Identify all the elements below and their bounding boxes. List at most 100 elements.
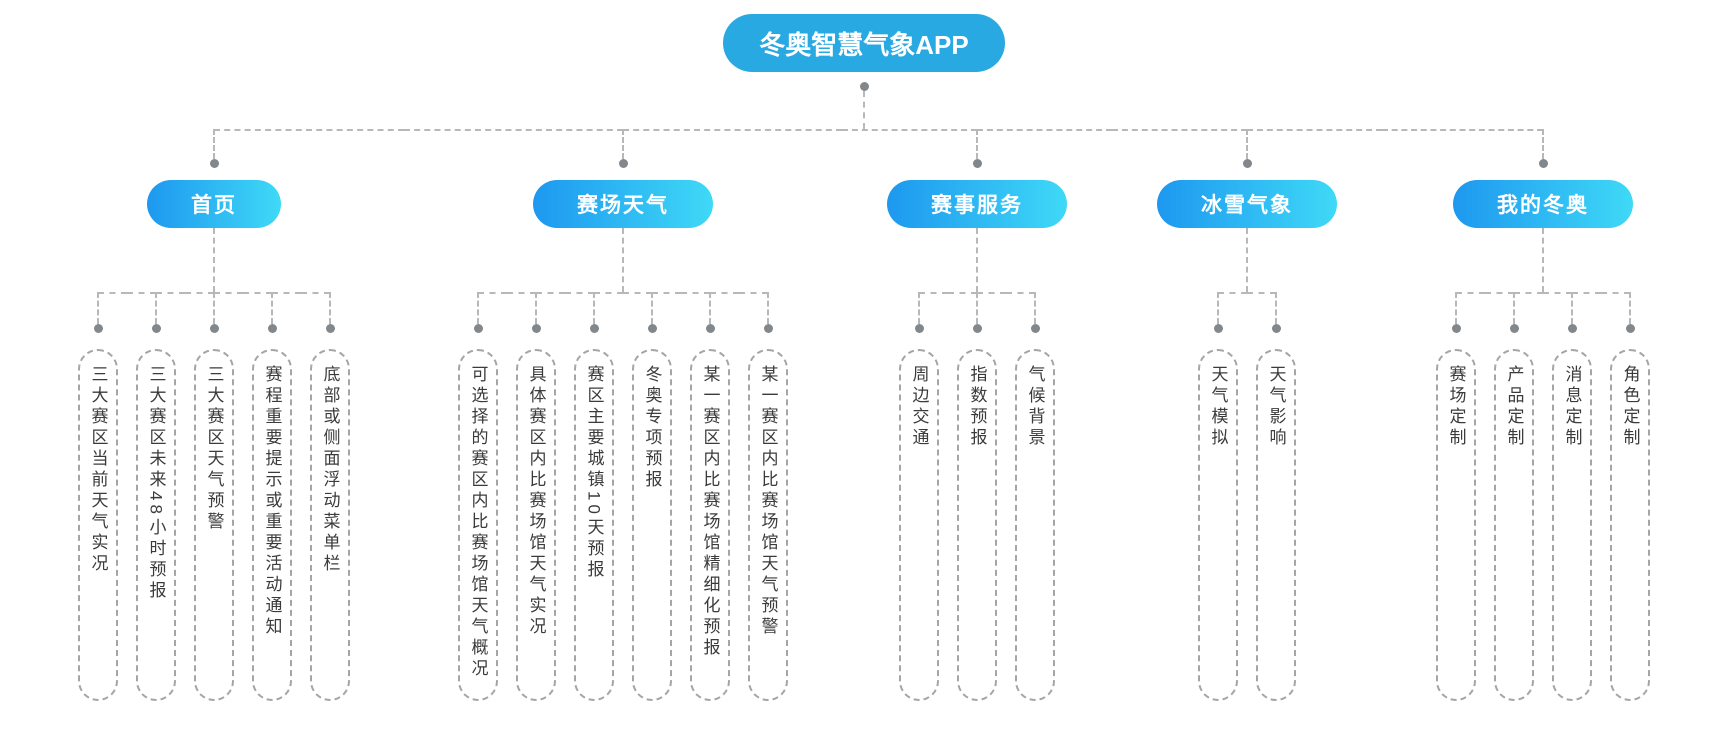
connector-dot: [93, 324, 103, 333]
branch-event-services: 赛事服务 周边交通 指数预报 气候背景: [842, 129, 1112, 701]
connector-line: [213, 228, 215, 292]
leaf-pill: 三大赛区当前天气实况: [78, 349, 118, 701]
leaf-node: 天气模拟: [1189, 292, 1247, 701]
leaf-pill: 产品定制: [1494, 349, 1534, 701]
leaf-label: 赛程重要提示或重要活动通知: [262, 365, 282, 638]
connector-line: [976, 129, 978, 159]
connector-line: [1246, 129, 1248, 159]
leaf-label: 某一赛区内比赛场馆天气预警: [758, 365, 778, 638]
leaf-node: 赛程重要提示或重要活动通知: [243, 292, 301, 701]
leaf-label: 产品定制: [1504, 365, 1524, 449]
leaf-label: 三大赛区未来48小时预报: [146, 365, 166, 602]
connector-line: [1571, 292, 1573, 324]
leaf-label: 赛区主要城镇10天预报: [584, 365, 604, 581]
leaf-node: 三大赛区天气预警: [185, 292, 243, 701]
branch-my-olympics: 我的冬奥 赛场定制 产品定制 消息定制 角色定制: [1382, 129, 1704, 701]
leaf-pill: 赛程重要提示或重要活动通知: [252, 349, 292, 701]
leaf-node: 三大赛区当前天气实况: [69, 292, 127, 701]
connector-dot: [1509, 324, 1519, 333]
leaf-node: 某一赛区内比赛场馆天气预警: [739, 292, 797, 701]
leaf-node: 可选择的赛区内比赛场馆天气概况: [449, 292, 507, 701]
connector-line: [1629, 292, 1631, 324]
leaf-pill: 消息定制: [1552, 349, 1592, 701]
leaf-pill: 天气影响: [1256, 349, 1296, 701]
leaf-label: 赛场定制: [1446, 365, 1466, 449]
leaf-label: 周边交通: [909, 365, 929, 449]
leaf-pill: 天气模拟: [1198, 349, 1238, 701]
connector-line: [976, 292, 978, 324]
leaf-node: 赛区主要城镇10天预报: [565, 292, 623, 701]
connector-dot: [1451, 324, 1461, 333]
connector-dot: [705, 324, 715, 333]
leaf-pill: 三大赛区未来48小时预报: [136, 349, 176, 701]
connector-line: [1513, 292, 1515, 324]
connector-dot: [1538, 159, 1548, 168]
branch-pill-ice-snow-weather: 冰雪气象: [1157, 180, 1337, 228]
leaf-label: 天气模拟: [1208, 365, 1228, 449]
connector-line: [1275, 292, 1277, 324]
branch-home: 首页 三大赛区当前天气实况 三大赛区未来48小时预报 三大赛区天气预警 赛程重要…: [24, 129, 404, 701]
connector-line: [976, 228, 978, 292]
leaf-pill: 指数预报: [957, 349, 997, 701]
branch-pill-event-services: 赛事服务: [887, 180, 1067, 228]
connector-line: [1542, 129, 1544, 159]
connector-dot: [1271, 324, 1281, 333]
connector-line: [155, 292, 157, 324]
org-chart: 冬奥智慧气象APP 首页 三大赛区当前天气实况 三大赛区未来48小时预报 三大赛…: [24, 14, 1704, 701]
leaf-node: 指数预报: [948, 292, 1006, 701]
connector-line: [593, 292, 595, 324]
branch-pill-my-olympics: 我的冬奥: [1453, 180, 1633, 228]
leaf-row: 三大赛区当前天气实况 三大赛区未来48小时预报 三大赛区天气预警 赛程重要提示或…: [69, 292, 359, 701]
leaf-node: 赛场定制: [1427, 292, 1485, 701]
leaf-node: 三大赛区未来48小时预报: [127, 292, 185, 701]
leaf-label: 某一赛区内比赛场馆精细化预报: [700, 365, 720, 659]
leaf-node: 冬奥专项预报: [623, 292, 681, 701]
connector-dot: [473, 324, 483, 333]
leaf-row: 可选择的赛区内比赛场馆天气概况 具体赛区内比赛场馆天气实况 赛区主要城镇10天预…: [449, 292, 797, 701]
root-node: 冬奥智慧气象APP: [723, 14, 1005, 72]
leaf-pill: 赛区主要城镇10天预报: [574, 349, 614, 701]
leaf-label: 角色定制: [1620, 365, 1640, 449]
leaf-label: 消息定制: [1562, 365, 1582, 449]
leaf-pill: 某一赛区内比赛场馆天气预警: [748, 349, 788, 701]
connector-dot: [914, 324, 924, 333]
connector-dot: [1242, 159, 1252, 168]
connector-line: [1246, 228, 1248, 292]
connector-dot: [972, 159, 982, 168]
leaf-pill: 三大赛区天气预警: [194, 349, 234, 701]
leaf-label: 底部或侧面浮动菜单栏: [320, 365, 340, 575]
leaf-node: 角色定制: [1601, 292, 1659, 701]
connector-dot: [209, 324, 219, 333]
connector-line: [1034, 292, 1036, 324]
connector-line: [535, 292, 537, 324]
connector-dot: [151, 324, 161, 333]
leaf-row: 赛场定制 产品定制 消息定制 角色定制: [1427, 292, 1659, 701]
leaf-pill: 赛场定制: [1436, 349, 1476, 701]
leaf-pill: 周边交通: [899, 349, 939, 701]
connector-dot: [531, 324, 541, 333]
connector-dot: [589, 324, 599, 333]
connector-line: [622, 129, 624, 159]
connector-dot: [267, 324, 277, 333]
branch-pill-venue-weather: 赛场天气: [533, 180, 713, 228]
connector-line: [1455, 292, 1457, 324]
leaf-label: 指数预报: [967, 365, 987, 449]
leaf-node: 天气影响: [1247, 292, 1305, 701]
connector-dot: [1030, 324, 1040, 333]
leaf-pill: 某一赛区内比赛场馆精细化预报: [690, 349, 730, 701]
leaf-pill: 冬奥专项预报: [632, 349, 672, 701]
leaf-label: 三大赛区天气预警: [204, 365, 224, 533]
leaf-pill: 角色定制: [1610, 349, 1650, 701]
connector-dot: [209, 159, 219, 168]
connector-dot: [325, 324, 335, 333]
leaf-label: 三大赛区当前天气实况: [88, 365, 108, 575]
connector-line: [477, 292, 479, 324]
leaf-pill: 气候背景: [1015, 349, 1055, 701]
connector-line: [918, 292, 920, 324]
connector-line: [97, 292, 99, 324]
leaf-label: 可选择的赛区内比赛场馆天气概况: [468, 365, 488, 680]
connector-dot: [647, 324, 657, 333]
leaf-node: 消息定制: [1543, 292, 1601, 701]
connector-dot: [1213, 324, 1223, 333]
branch-ice-snow-weather: 冰雪气象 天气模拟 天气影响: [1112, 129, 1382, 701]
